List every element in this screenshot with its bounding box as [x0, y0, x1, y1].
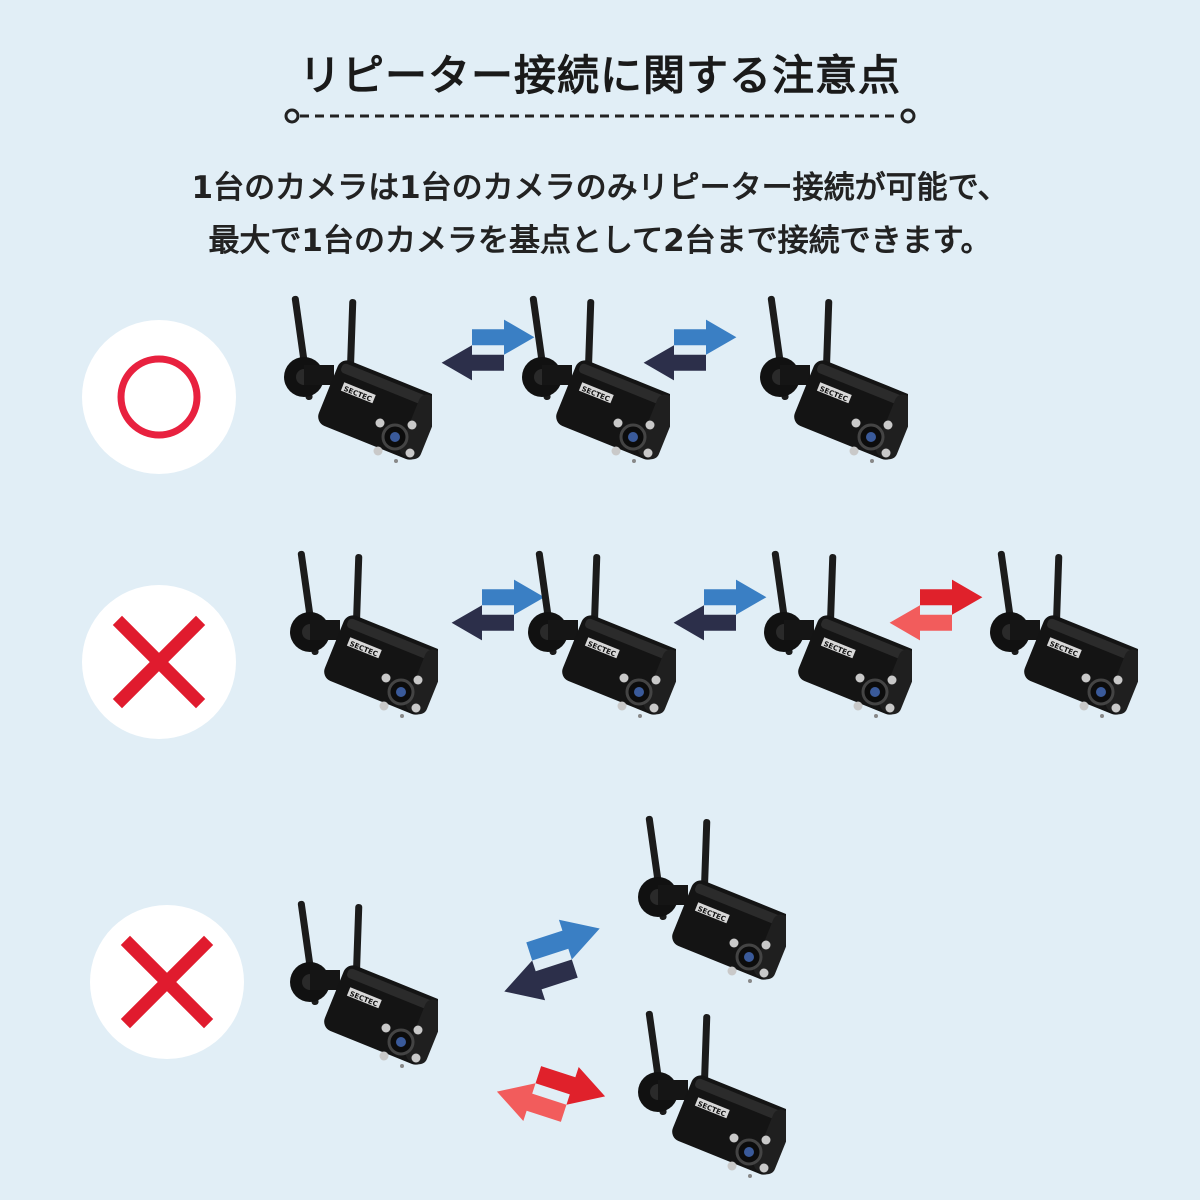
camera-icon — [636, 1010, 786, 1200]
ok-circle-icon — [117, 355, 201, 439]
camera-icon — [988, 550, 1138, 740]
description: 1台のカメラは1台のカメラのみリピーター接続が可能で、 最大で1台のカメラを基点… — [0, 162, 1200, 268]
camera-icon — [636, 815, 786, 1005]
camera-icon — [758, 295, 908, 485]
ng-badge — [90, 905, 244, 1059]
ng-badge — [82, 585, 236, 739]
ng-cross-icon — [112, 615, 206, 709]
camera-icon — [288, 900, 438, 1090]
camera-icon — [526, 550, 676, 740]
bidirectional-arrows-icon — [485, 906, 619, 1014]
camera-icon — [282, 295, 432, 485]
camera-icon — [288, 550, 438, 740]
invalid-arrows-icon — [876, 578, 996, 642]
page-title: リピーター接続に関する注意点 — [298, 51, 901, 100]
ng-cross-icon — [120, 935, 214, 1029]
description-line-2: 最大で1台のカメラを基点として2台まで接続できます。 — [208, 223, 992, 259]
description-line-1: 1台のカメラは1台のカメラのみリピーター接続が可能で、 — [191, 170, 1009, 206]
title-divider — [284, 108, 916, 124]
ok-badge — [82, 320, 236, 474]
invalid-arrows-icon — [484, 1042, 618, 1147]
bidirectional-arrows-icon — [630, 318, 750, 382]
